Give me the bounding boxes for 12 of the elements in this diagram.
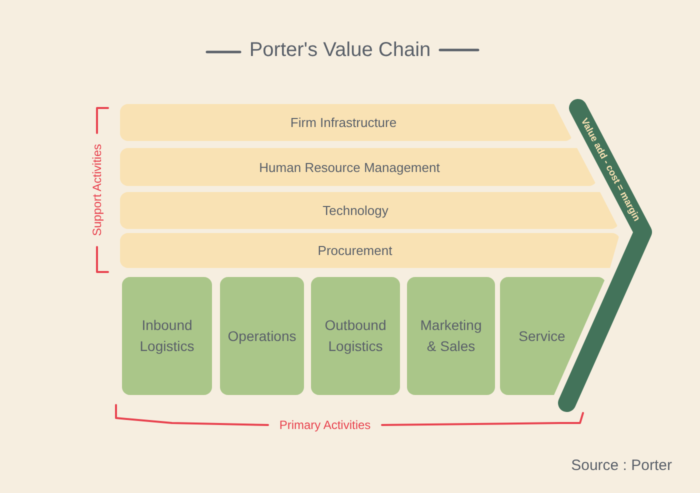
support-activity-band: Procurement [120,233,620,268]
source-note: Source : Porter [571,458,672,473]
support-activity-band: Technology [120,192,619,229]
primary-activity-box: Operations [220,277,304,395]
bracket-label: Support Activities [91,144,103,236]
support-activity-band: Firm Infrastructure [120,104,573,141]
primary-activity-box: Outbound Logistics [311,277,400,395]
primary-activity-box: Marketing & Sales [407,277,495,395]
support-activity-band: Human Resource Management [120,148,597,186]
primary-activity-box: Inbound Logistics [122,277,212,395]
bracket-label: Primary Activities [279,419,371,431]
title: Porter's Value Chain [249,40,431,60]
